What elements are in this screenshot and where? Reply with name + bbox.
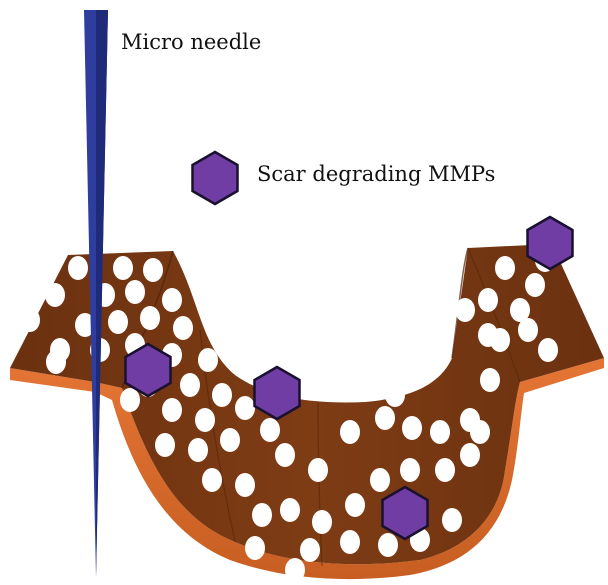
pore-dot <box>370 468 390 492</box>
pore-dot <box>162 398 182 422</box>
pore-dot <box>538 338 558 362</box>
pore-dot <box>45 283 65 307</box>
pore-dot <box>143 258 163 282</box>
pore-dot <box>108 310 128 334</box>
pore-dot <box>180 373 200 397</box>
pore-dot <box>308 458 328 482</box>
pore-dot <box>375 406 395 430</box>
pore-dot <box>460 408 480 432</box>
pore-dot <box>202 468 222 492</box>
pore-dot <box>518 318 538 342</box>
pore-dot <box>162 288 182 312</box>
pore-dot <box>260 418 280 442</box>
pore-dot <box>460 443 480 467</box>
mmp-hexagon-icon <box>383 487 428 539</box>
pore-dot <box>125 280 145 304</box>
pore-dot <box>385 383 405 407</box>
pore-dot <box>113 256 133 280</box>
pore-dot <box>402 416 422 440</box>
pore-dot <box>285 558 305 582</box>
pore-dot <box>245 536 265 560</box>
pore-dot <box>455 298 475 322</box>
pore-dot <box>478 288 498 312</box>
mmp-hexagon-icon <box>126 344 171 396</box>
micro-needle-label: Micro needle <box>121 30 261 54</box>
pore-dot <box>312 510 332 534</box>
pore-dot <box>198 348 218 372</box>
pore-dot <box>220 428 240 452</box>
pore-dot <box>340 420 360 444</box>
pore-dot <box>300 538 320 562</box>
pore-dot <box>188 438 208 462</box>
pore-dot <box>68 256 88 280</box>
pore-dot <box>442 508 462 532</box>
pore-dot <box>155 433 175 457</box>
pore-dot <box>340 530 360 554</box>
pore-dot <box>435 458 455 482</box>
pore-dot <box>400 458 420 482</box>
pore-dot <box>195 408 215 432</box>
pore-dot <box>140 306 160 330</box>
pore-dot <box>345 493 365 517</box>
pore-dot <box>173 316 193 340</box>
pore-dot <box>252 503 272 527</box>
mmp-legend-hexagon-icon <box>193 152 238 204</box>
pore-dot <box>480 368 500 392</box>
pore-dot <box>235 473 255 497</box>
pore-dot <box>280 498 300 522</box>
pore-dot <box>525 273 545 297</box>
pore-dot <box>478 323 498 347</box>
pore-dot <box>275 443 295 467</box>
pore-dot <box>378 533 398 557</box>
pore-dot <box>495 256 515 280</box>
pore-dot <box>235 396 255 420</box>
pore-dot <box>212 383 232 407</box>
mmp-hexagon-icon <box>255 367 300 419</box>
pore-dot <box>20 308 40 332</box>
mmp-legend-label: Scar degrading MMPs <box>257 162 495 186</box>
pore-dot <box>430 420 450 444</box>
pore-dot <box>120 388 140 412</box>
mmp-hexagon-icon <box>528 217 573 269</box>
pore-dot <box>46 350 66 374</box>
